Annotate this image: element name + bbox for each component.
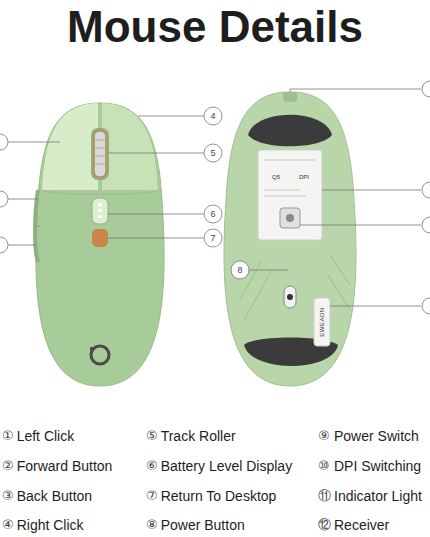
list-number: ⑦ bbox=[146, 487, 158, 505]
list-number: ⑪ bbox=[318, 487, 331, 505]
list-number: ⑨ bbox=[318, 427, 330, 445]
part-name: Return To Desktop bbox=[161, 487, 277, 505]
list-number: ⑥ bbox=[146, 457, 158, 475]
diagram-title: Mouse Details bbox=[0, 2, 430, 52]
callout-number: 5 bbox=[210, 148, 215, 158]
dpi-text: DPI bbox=[299, 174, 309, 181]
callout-number: 6 bbox=[210, 209, 215, 219]
part-name: Right Click bbox=[17, 516, 84, 534]
list-number: ⑫ bbox=[318, 516, 331, 534]
model-text: Q5 bbox=[272, 174, 280, 181]
part-name: Forward Button bbox=[17, 457, 113, 475]
part-name: Power Button bbox=[161, 516, 245, 534]
list-number: ① bbox=[2, 427, 14, 445]
part-name: Track Roller bbox=[161, 427, 236, 445]
callout-number: 4 bbox=[210, 111, 215, 121]
part-name: Back Button bbox=[17, 487, 93, 505]
list-number: ④ bbox=[2, 516, 14, 534]
callout-number: 7 bbox=[210, 233, 215, 243]
part-name: Battery Level Display bbox=[161, 457, 293, 475]
list-number: ⑤ bbox=[146, 427, 158, 445]
part-name: Left Click bbox=[17, 427, 75, 445]
list-number: ⑧ bbox=[146, 516, 158, 534]
brand-text: EWEADN bbox=[319, 307, 326, 336]
part-name: DPI Switching bbox=[334, 457, 421, 475]
list-number: ② bbox=[2, 457, 14, 475]
part-name: Receiver bbox=[334, 516, 389, 534]
list-number: ③ bbox=[2, 487, 14, 505]
part-name: Indicator Light bbox=[334, 487, 422, 505]
part-name: Power Switch bbox=[334, 427, 419, 445]
list-number: ⑩ bbox=[318, 457, 330, 475]
callout-number: 8 bbox=[237, 265, 242, 275]
